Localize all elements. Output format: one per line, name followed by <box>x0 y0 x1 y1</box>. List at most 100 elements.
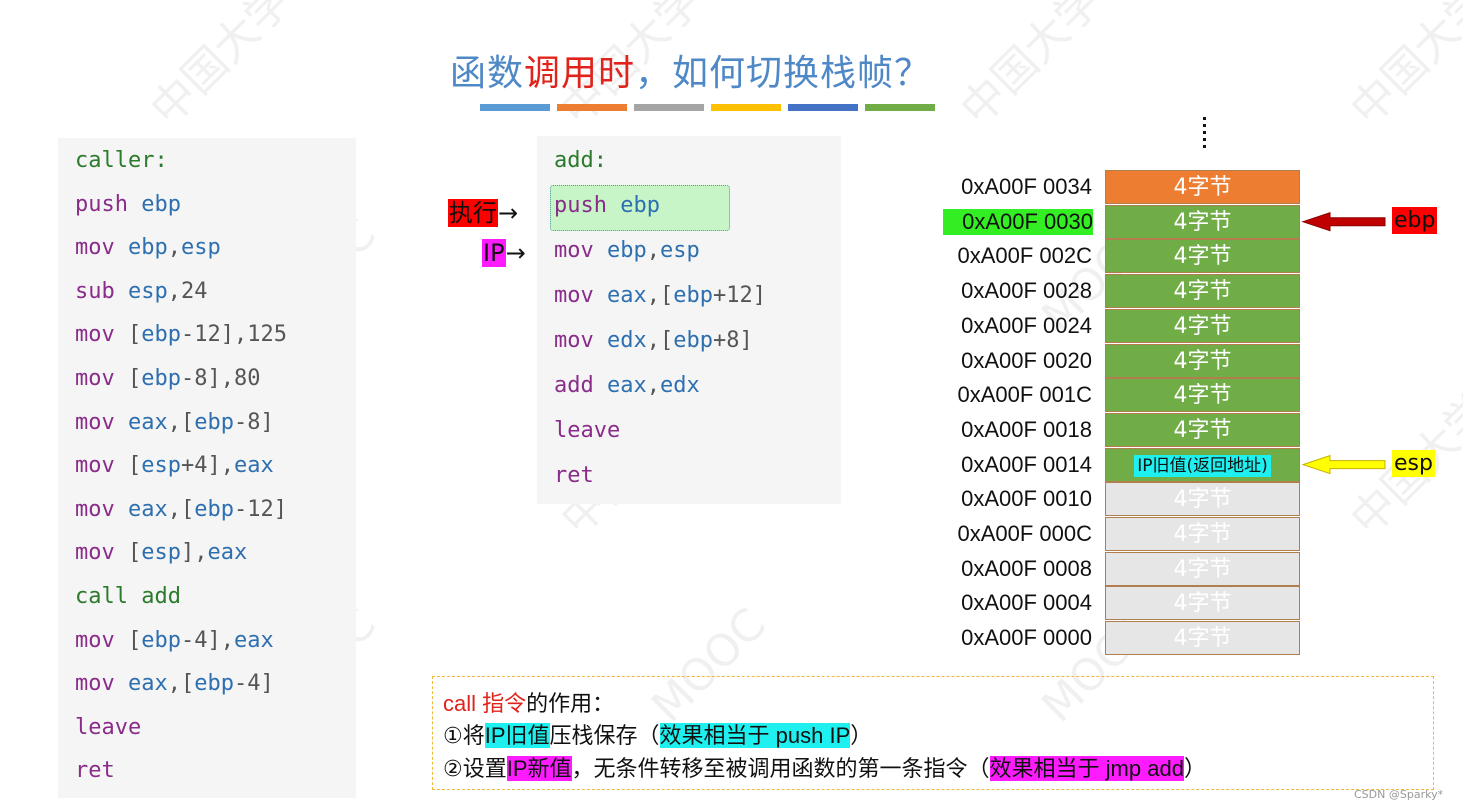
code-operand: ,[ <box>167 671 195 697</box>
current-instruction-highlight <box>550 185 730 231</box>
stack-cell: 4字节 <box>1105 274 1300 309</box>
code-op: mov <box>75 627 115 653</box>
code-line: ret <box>75 758 115 783</box>
call-note-box <box>432 676 1434 790</box>
stack-cell: 4字节 <box>1105 239 1300 274</box>
code-register: ebp <box>141 627 181 653</box>
code-register: ebp <box>194 496 234 522</box>
stack-cell-label: 4字节 <box>1173 313 1232 339</box>
code-op: ret <box>554 463 594 488</box>
code-line: mov ebp,esp <box>75 235 221 260</box>
stack-cell-label: 4字节 <box>1173 626 1232 652</box>
stack-cell-label: 4字节 <box>1173 417 1232 443</box>
code-register: esp <box>128 278 168 304</box>
code-space <box>128 192 141 217</box>
code-operand: -8] <box>234 409 274 435</box>
code-space <box>115 453 128 478</box>
code-op: mov <box>75 540 115 566</box>
code-line: push ebp <box>554 193 660 218</box>
stack-cell-label: 4字节 <box>1173 175 1232 200</box>
code-line: sub esp,24 <box>75 279 208 304</box>
code-op: mov <box>554 283 594 308</box>
stack-cell-label: 4字节 <box>1173 383 1232 409</box>
stack-address: 0xA00F 0008 <box>961 555 1092 581</box>
code-line: leave <box>554 418 620 443</box>
code-op: call <box>75 584 128 609</box>
code-operand: [ <box>128 627 142 653</box>
stack-address: 0xA00F 002C <box>957 243 1092 269</box>
stack-address: 0xA00F 0020 <box>961 347 1092 373</box>
stack-cell: 4字节 <box>1105 551 1300 586</box>
code-operand: ,[ <box>646 283 674 308</box>
code-register: eax <box>607 283 647 308</box>
code-operand: -8],80 <box>181 366 261 391</box>
stack-cell: 4字节 <box>1105 586 1300 621</box>
code-op: mov <box>75 453 115 479</box>
note-line-3: ②设置IP新值，无条件转移至被调用函数的第一条指令（效果相当于 jmp add） <box>443 756 1206 781</box>
code-register: ebp <box>141 191 181 217</box>
stack-address: 0xA00F 0030 <box>943 208 1093 235</box>
watermark: 中国大学 <box>950 0 1112 136</box>
code-operand: , <box>167 235 181 261</box>
code-op: add <box>554 373 594 398</box>
code-op: leave <box>554 418 621 443</box>
code-line: mov [ebp-8],80 <box>75 366 260 391</box>
code-line: mov edx,[ebp+8] <box>554 328 753 353</box>
stack-cell: 4字节 <box>1105 482 1300 517</box>
code-operand: [ <box>128 453 142 479</box>
code-operand: ,24 <box>167 278 208 304</box>
code-space <box>594 283 607 308</box>
stack-cell-label: 4字节 <box>1173 279 1232 305</box>
stack-address: 0xA00F 0034 <box>961 174 1092 199</box>
code-line: mov eax,[ebp-4] <box>75 671 274 696</box>
esp-arrow-icon <box>1301 454 1386 475</box>
code-register: ebp <box>141 322 181 348</box>
stack-address: 0xA00F 0014 <box>961 451 1092 477</box>
code-space <box>115 279 128 304</box>
code-line: call add <box>75 584 181 609</box>
code-register: esp <box>141 540 181 566</box>
page-title: 函数调用时，如何切换栈帧？ <box>450 53 932 94</box>
code-register: eax <box>233 453 274 479</box>
code-op: mov <box>75 409 115 435</box>
code-register: eax <box>128 671 168 697</box>
code-line: mov [ebp-4],eax <box>75 628 274 653</box>
code-register: ebp <box>194 671 234 697</box>
code-register: eax <box>207 540 248 566</box>
ip-label: IP <box>482 239 506 267</box>
code-line: mov [esp+4],eax <box>75 453 274 478</box>
stack-cell-label: 4字节 <box>1173 487 1232 513</box>
code-op: mov <box>75 671 115 697</box>
code-operand: ,[ <box>167 496 195 522</box>
stack-cell-label: 4字节 <box>1173 209 1232 235</box>
stack-cell: 4字节 <box>1105 378 1300 413</box>
code-op: mov <box>75 322 115 348</box>
code-register: ebp <box>128 235 168 261</box>
stack-cell: 4字节 <box>1105 204 1300 239</box>
title-underline-bar <box>557 104 627 111</box>
note-line-2: ①将IP旧值压栈保存（效果相当于 push IP） <box>443 723 873 748</box>
code-line: add: <box>554 148 607 173</box>
code-register: edx <box>660 373 700 398</box>
code-line: push ebp <box>75 192 181 217</box>
code-register: edx <box>607 328 647 353</box>
stack-cell-label: 4字节 <box>1173 591 1232 617</box>
code-op: mov <box>75 496 115 522</box>
code-operand: ,[ <box>646 328 674 353</box>
stack-cell-label: IP旧值(返回地址) <box>1134 454 1271 477</box>
code-register: eax <box>128 409 168 435</box>
code-line: mov eax,[ebp-12] <box>75 497 287 522</box>
code-op: leave <box>75 714 142 740</box>
code-space <box>115 628 128 653</box>
code-space <box>115 410 128 435</box>
code-register: ebp <box>607 238 647 263</box>
code-operand: -4] <box>234 671 274 697</box>
code-register: esp <box>181 235 221 261</box>
stack-cell: 4字节 <box>1105 170 1300 204</box>
code-operand: [ <box>128 322 142 348</box>
stack-cell: 4字节 <box>1105 517 1300 551</box>
code-line: mov [ebp-12],125 <box>75 322 287 347</box>
stack-address: 0xA00F 0024 <box>961 312 1092 338</box>
code-operand: ], <box>181 540 208 566</box>
code-space <box>594 238 607 263</box>
